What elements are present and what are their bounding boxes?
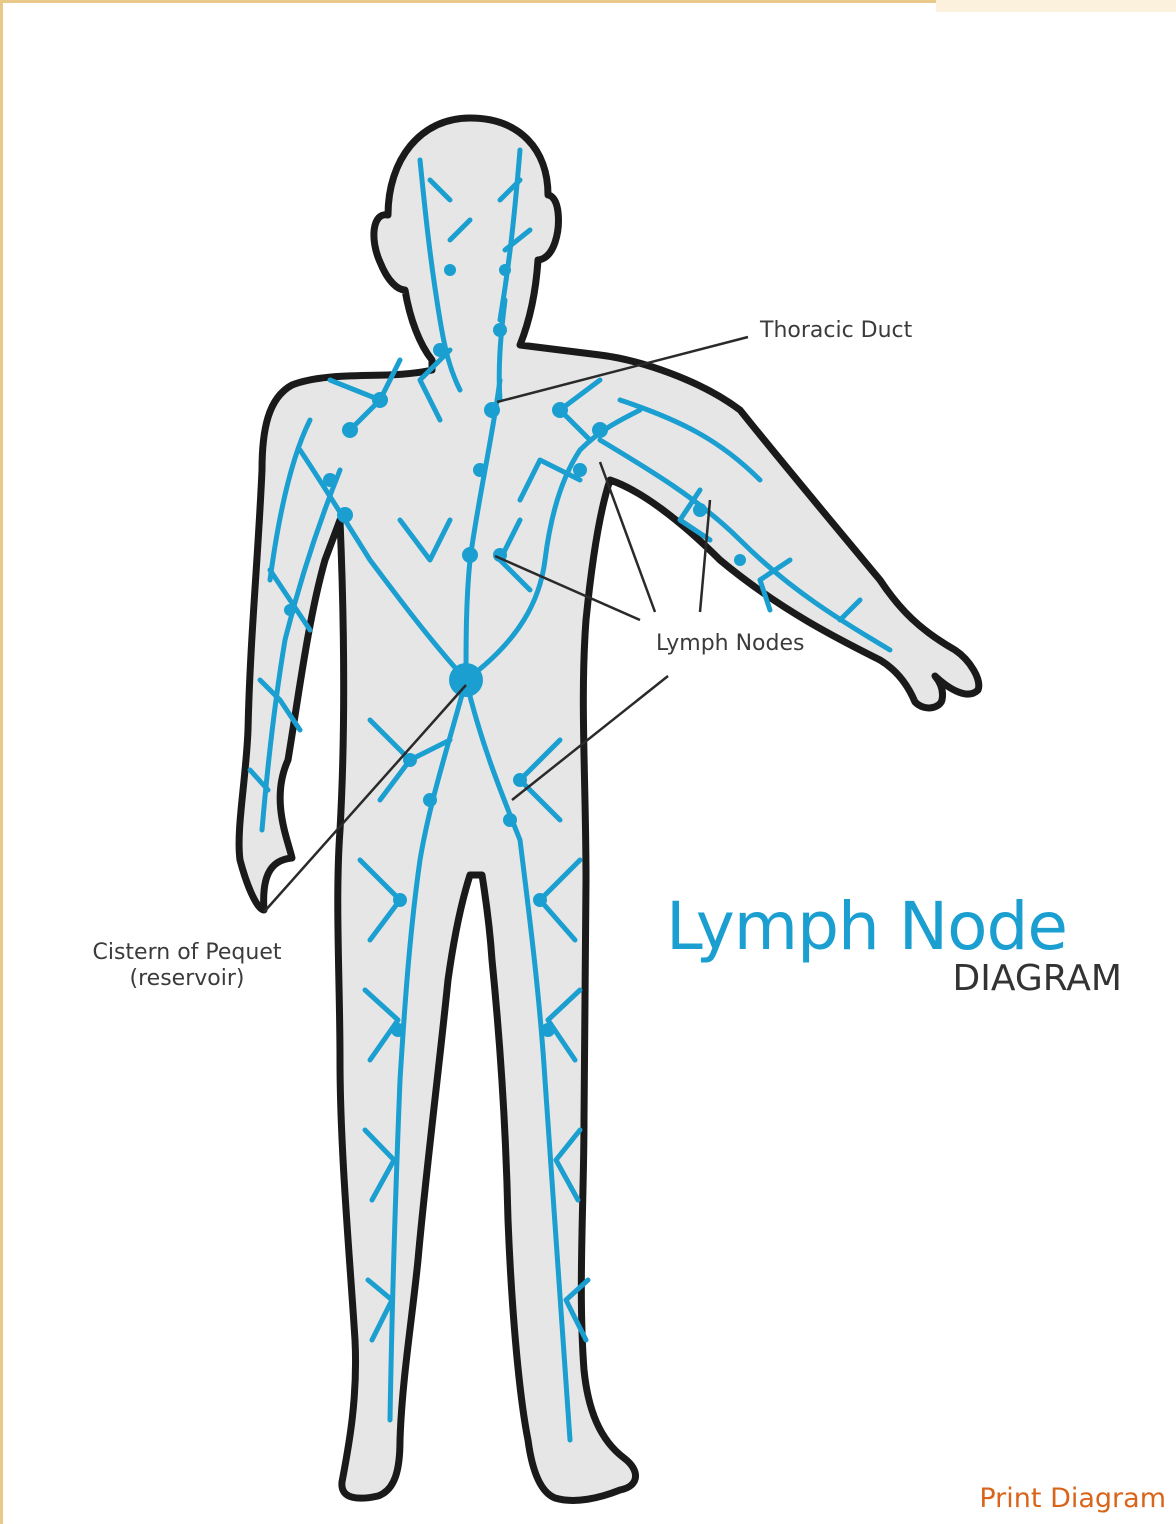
label-thoracic-duct: Thoracic Duct [760,318,912,344]
label-lymph-nodes: Lymph Nodes [656,631,804,657]
print-diagram-link[interactable]: Print Diagram [979,1482,1166,1516]
label-cistern-line2: (reservoir) [74,966,300,992]
diagram-title: Lymph Node [666,888,1067,966]
diagram-subtitle: DIAGRAM [953,958,1122,1000]
label-cistern-line1: Cistern of Pequet [74,940,300,966]
label-cistern-of-pequet: Cistern of Pequet (reservoir) [74,940,300,992]
